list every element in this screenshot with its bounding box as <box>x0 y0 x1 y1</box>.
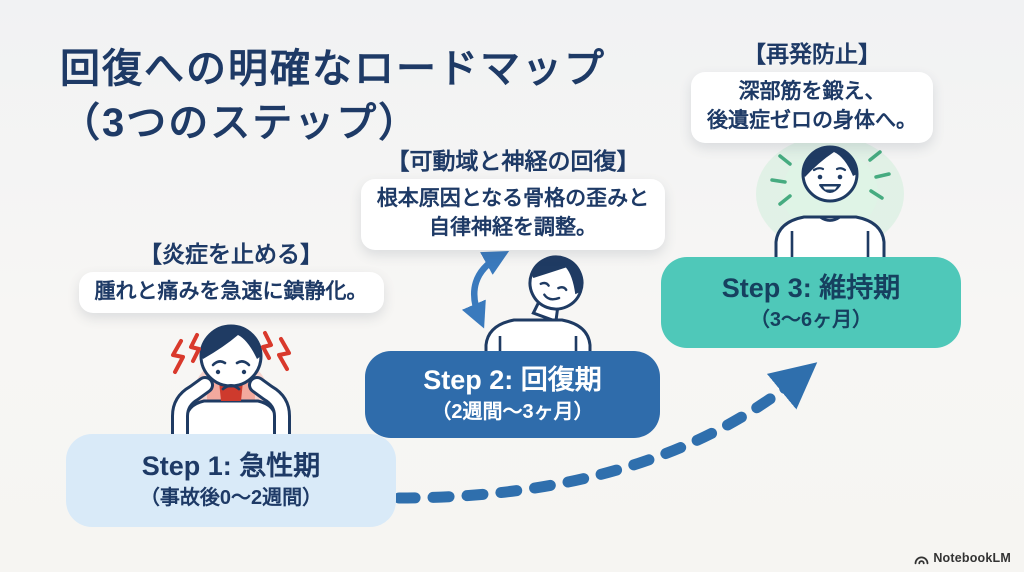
step1-box: Step 1: 急性期 （事故後0〜2週間） <box>66 434 396 527</box>
annotation-step1-heading: 【炎症を止める】 <box>139 241 323 267</box>
annotation-step2: 【可動域と神経の回復】 根本原因となる骨格の歪みと 自律神経を調整。 <box>358 147 668 250</box>
page-title: 回復への明確なロードマップ （3つのステップ） <box>60 42 700 150</box>
notebooklm-watermark: NotebookLM <box>914 551 1011 565</box>
person-recovered-illustration <box>756 136 904 260</box>
step2-label: Step 2: 回復期 <box>423 365 602 396</box>
annotation-step1-card: 腫れと痛みを急速に鎮静化。 <box>78 271 384 314</box>
step2-box: Step 2: 回復期 （2週間〜3ヶ月） <box>365 351 660 438</box>
step2-sublabel: （2週間〜3ヶ月） <box>431 400 594 423</box>
person-neck-stretch-illustration <box>461 250 592 353</box>
annotation-step3-heading: 【再発防止】 <box>743 41 881 67</box>
pain-lightning-icon <box>171 331 291 374</box>
step3-sublabel: （3〜6ヶ月） <box>749 308 873 331</box>
annotation-step2-heading: 【可動域と神経の回復】 <box>386 148 640 174</box>
mobility-arrow-icon <box>461 250 510 329</box>
step1-sublabel: （事故後0〜2週間） <box>139 486 323 509</box>
step3-label: Step 3: 維持期 <box>721 273 901 304</box>
annotation-step3: 【再発防止】 深部筋を鍛え、 後遺症ゼロの身体へ。 <box>691 40 933 143</box>
annotation-step2-line2: 自律神経を調整。 <box>429 216 597 240</box>
step3-box: Step 3: 維持期 （3〜6ヶ月） <box>661 257 961 348</box>
page-title-line2: （3つのステップ） <box>60 101 421 145</box>
annotation-step1-line: 腫れと痛みを急速に鎮静化。 <box>94 279 368 303</box>
notebooklm-logo-icon <box>914 555 929 564</box>
annotation-step2-card: 根本原因となる骨格の歪みと 自律神経を調整。 <box>360 178 666 250</box>
page-title-line1: 回復への明確なロードマップ <box>60 47 606 91</box>
sparkle-rays-icon <box>770 150 891 206</box>
annotation-step1: 【炎症を止める】 腫れと痛みを急速に鎮静化。 <box>66 240 396 314</box>
notebooklm-watermark-label: NotebookLM <box>933 551 1011 565</box>
annotation-step3-line1: 深部筋を鍛え、 <box>738 79 886 103</box>
annotation-step2-line1: 根本原因となる骨格の歪みと <box>376 186 650 210</box>
progress-arrow-icon <box>393 362 818 504</box>
annotation-step3-line2: 後遺症ゼロの身体へ。 <box>707 109 917 133</box>
step1-label: Step 1: 急性期 <box>141 451 321 482</box>
annotation-step3-card: 深部筋を鍛え、 後遺症ゼロの身体へ。 <box>691 71 933 143</box>
person-neck-pain-illustration <box>171 324 291 439</box>
